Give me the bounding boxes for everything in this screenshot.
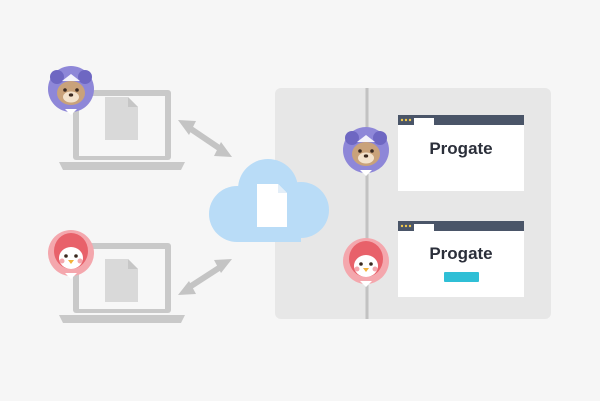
card-button: [444, 272, 479, 282]
file-icon: [257, 184, 287, 227]
double-arrow-icon: [178, 120, 232, 157]
card-title: Progate: [429, 244, 492, 263]
browser-window-icon: [398, 221, 524, 231]
card-title: Progate: [429, 139, 492, 158]
file-icon: [105, 259, 138, 302]
double-arrow-icon: [178, 259, 232, 295]
file-icon: [105, 97, 138, 140]
browser-window-card-2: Progate: [398, 221, 524, 297]
browser-window-icon: [398, 115, 524, 125]
browser-window-card-1: Progate: [398, 115, 524, 191]
